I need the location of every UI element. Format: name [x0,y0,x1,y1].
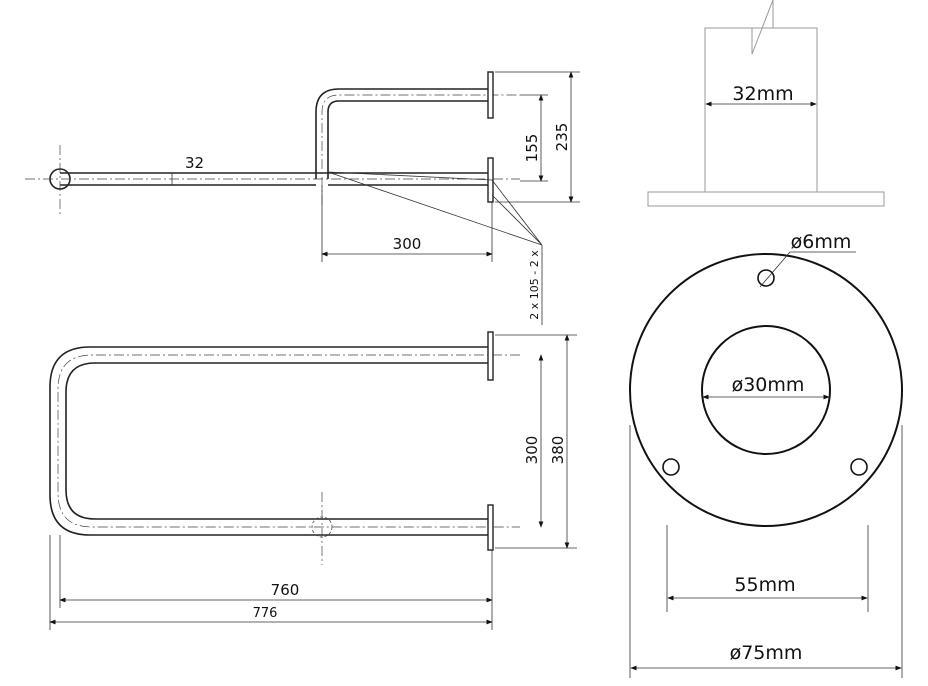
screw-hole [850,458,868,476]
u-bar-inner [65,362,490,520]
dim-length: 760 [271,581,300,599]
dim-outer-diameter: ø75mm [730,642,803,664]
wall-flange-top [487,331,494,381]
flange-front-view: ø6mm ø30mm 55mm ø75mm [629,231,903,678]
support-arm [315,88,490,179]
wall-flange-bottom [487,504,494,551]
bottom-view: 300 380 760 776 [49,331,577,630]
dim-hole-diameter: ø6mm [791,231,852,253]
dim-center-diameter: ø30mm [732,374,805,396]
u-bar-outer [49,346,490,536]
wall-flange-top [487,71,494,119]
dim-inner-width: 300 [523,436,541,465]
screws-label: 2 x 105 - 2 x [528,250,541,320]
dim-diameter: 32 [185,154,204,172]
screw-hole [662,458,680,476]
dim-offset-height: 155 [523,134,541,163]
dim-outer-width: 380 [549,436,567,465]
top-view: 32 155 235 300 2 x 105 - 2 x [25,71,580,325]
flange-side-view: 32mm [647,0,885,207]
screw-hole [757,269,775,287]
dim-total-length: 776 [253,606,278,621]
dim-total-height: 235 [553,123,571,152]
dim-hole-spacing: 55mm [734,574,795,596]
horizontal-bar [60,172,490,186]
dim-depth: 300 [393,235,422,253]
dim-tube-diameter: 32mm [732,83,793,105]
